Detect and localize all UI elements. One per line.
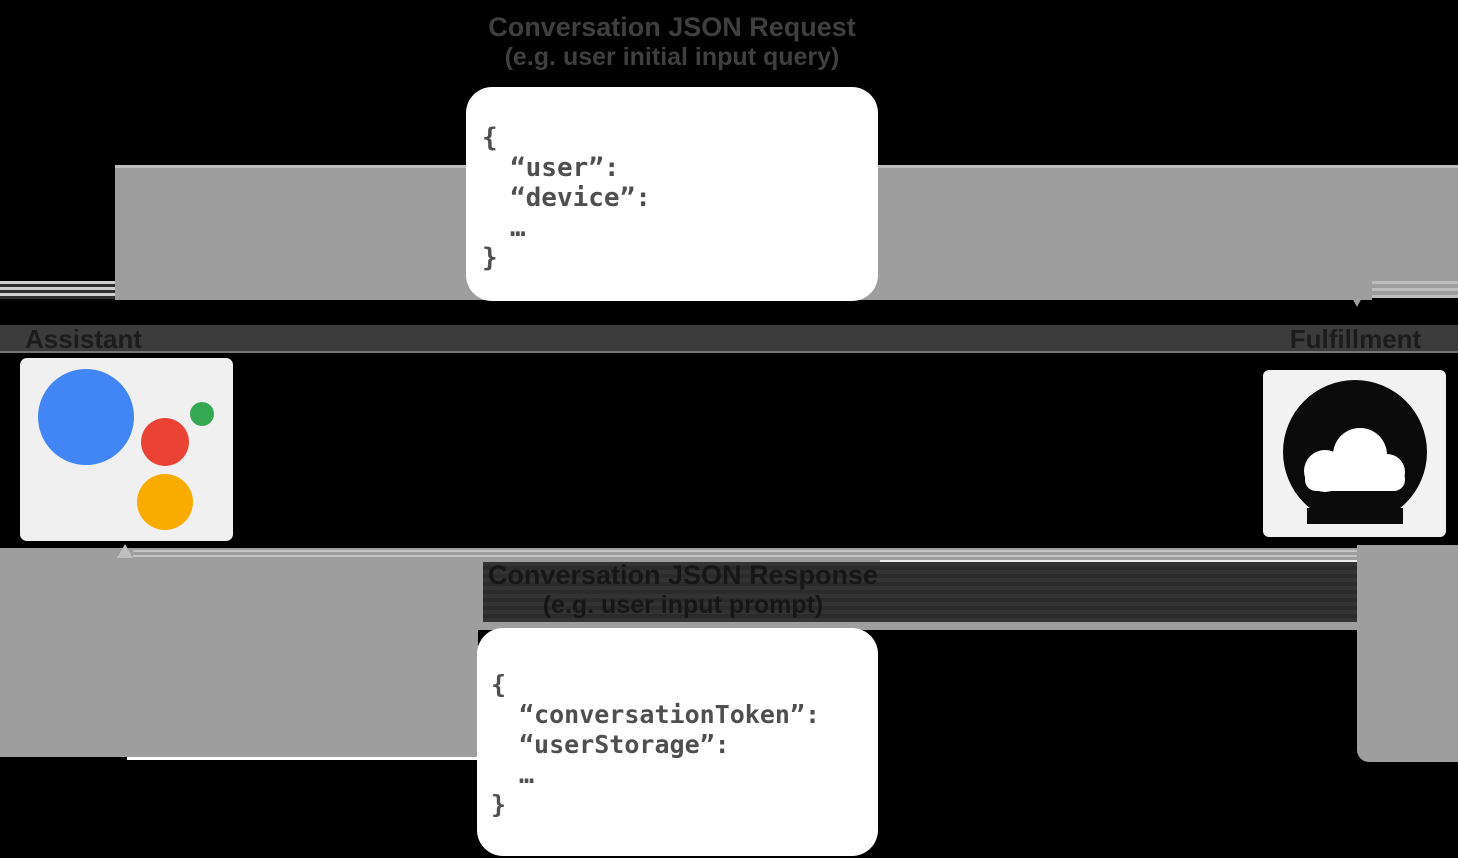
response-label-band — [483, 562, 1357, 622]
request-code-line: “device”: — [510, 183, 651, 213]
response-code-line: “userStorage”: — [519, 730, 730, 759]
request-json-code: { “user”: “device”: … } — [466, 87, 878, 273]
response-json-card: { “conversationToken”: “userStorage”: … … — [477, 628, 878, 856]
fulfillment-label: Fulfillment — [1289, 324, 1422, 354]
assistant-blue-circle — [38, 369, 134, 465]
request-code-line: … — [510, 213, 526, 243]
response-code-line: { — [491, 670, 507, 699]
request-subtitle: (e.g. user initial input query) — [504, 43, 840, 71]
assistant-green-circle — [190, 402, 214, 426]
response-band-highlight — [880, 560, 1357, 562]
response-arrow-band-left — [0, 630, 478, 757]
request-arrowhead-icon — [1343, 281, 1371, 307]
response-band-underline — [127, 757, 478, 760]
response-band-stripes — [133, 550, 1357, 560]
request-code-line: “user”: — [510, 153, 620, 183]
response-title: Conversation JSON Response — [487, 560, 879, 590]
request-arrow-tail — [0, 281, 115, 299]
response-json-code: { “conversationToken”: “userStorage”: … … — [477, 628, 878, 820]
google-cloud-icon — [1283, 380, 1427, 524]
fulfillment-node — [1263, 370, 1446, 537]
response-arrowhead-icon — [117, 544, 133, 558]
assistant-label: Assistant — [25, 324, 143, 354]
response-arrow-label: Conversation JSON Response (e.g. user in… — [383, 560, 983, 620]
assistant-yellow-circle — [137, 474, 193, 530]
request-arrow-label: Conversation JSON Request (e.g. user ini… — [372, 12, 972, 72]
request-arrow-band-cut — [1372, 298, 1458, 301]
assistant-node — [20, 358, 233, 541]
assistant-red-circle — [141, 418, 189, 466]
response-code-line: … — [519, 760, 535, 789]
request-json-card: { “user”: “device”: … } — [466, 87, 878, 301]
node-label-band — [0, 325, 1458, 353]
request-code-line: } — [482, 243, 498, 273]
request-code-line: { — [482, 123, 498, 153]
response-arrow-band-right — [1357, 545, 1458, 762]
request-title: Conversation JSON Request — [488, 12, 856, 42]
response-code-line: } — [491, 790, 507, 819]
response-subtitle: (e.g. user input prompt) — [542, 591, 824, 619]
response-code-line: “conversationToken”: — [519, 700, 821, 729]
request-arrow-band-edge — [1372, 281, 1458, 298]
